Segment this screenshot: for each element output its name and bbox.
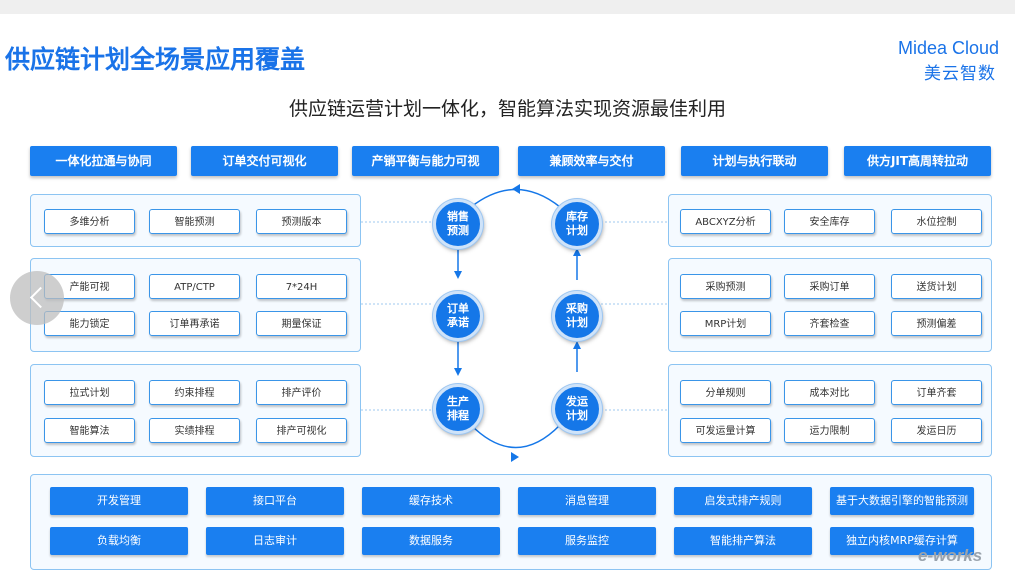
cell-abcxyz-analysis[interactable]: ABCXYZ分析 bbox=[680, 209, 771, 234]
platform-button-message[interactable]: 消息管理 bbox=[518, 487, 656, 515]
left-panel-forecast: 多维分析 智能预测 预测版本 bbox=[30, 194, 361, 247]
cell-purchase-order[interactable]: 采购订单 bbox=[784, 274, 875, 299]
cell-capacity-limit[interactable]: 运力限制 bbox=[784, 418, 875, 443]
platform-button-heuristic-rules[interactable]: 启发式排产规则 bbox=[674, 487, 812, 515]
node-purchase-plan-label: 采购计划 bbox=[566, 302, 588, 329]
platform-button-log-audit[interactable]: 日志审计 bbox=[206, 527, 344, 555]
cell-atp-ctp[interactable]: ATP/CTP bbox=[149, 274, 240, 299]
previous-slide-button[interactable] bbox=[10, 271, 64, 325]
platform-button-smart-scheduling[interactable]: 智能排产算法 bbox=[674, 527, 812, 555]
cell-forecast-deviation[interactable]: 预测偏差 bbox=[891, 311, 982, 336]
cell-purchase-forecast[interactable]: 采购预测 bbox=[680, 274, 771, 299]
logo-text-cn: 美云智数 bbox=[924, 64, 996, 84]
logo-text-en: Midea Cloud bbox=[898, 38, 1000, 58]
cell-order-recommit[interactable]: 订单再承诺 bbox=[149, 311, 240, 336]
platform-button-mrp-cache[interactable]: 独立内核MRP缓存计算 bbox=[830, 527, 974, 555]
node-production-schedule-label: 生产排程 bbox=[447, 395, 469, 422]
top-button-plan-execution[interactable]: 计划与执行联动 bbox=[681, 146, 828, 176]
node-inventory-plan-label: 库存计划 bbox=[566, 210, 588, 237]
cell-schedule-evaluation[interactable]: 排产评价 bbox=[256, 380, 347, 405]
top-button-integration[interactable]: 一体化拉通与协同 bbox=[30, 146, 177, 176]
arc-bottom bbox=[470, 424, 561, 449]
node-sales-forecast[interactable]: 销售预测 bbox=[433, 199, 483, 249]
arc-bottom-arrow bbox=[511, 452, 519, 462]
top-button-balance[interactable]: 产销平衡与能力可视 bbox=[352, 146, 499, 176]
platform-button-bigdata-forecast[interactable]: 基于大数据引擎的智能预测 bbox=[830, 487, 974, 515]
node-order-commit-label: 订单承诺 bbox=[447, 302, 469, 329]
midea-cloud-logo: Midea Cloud 美云智数 bbox=[898, 38, 1015, 84]
cell-pull-planning[interactable]: 拉式计划 bbox=[44, 380, 135, 405]
platform-button-service-monitor[interactable]: 服务监控 bbox=[518, 527, 656, 555]
cell-7x24h[interactable]: 7*24H bbox=[256, 274, 347, 299]
node-shipping-plan-label: 发运计划 bbox=[566, 395, 588, 422]
cell-schedule-visualization[interactable]: 排产可视化 bbox=[256, 418, 347, 443]
cell-constraint-scheduling[interactable]: 约束排程 bbox=[149, 380, 240, 405]
top-button-order-visibility[interactable]: 订单交付可视化 bbox=[191, 146, 338, 176]
node-order-commit[interactable]: 订单承诺 bbox=[433, 291, 483, 341]
node-sales-forecast-label: 销售预测 bbox=[447, 210, 469, 237]
node-shipping-plan[interactable]: 发运计划 bbox=[552, 384, 602, 434]
cell-smart-algorithm[interactable]: 智能算法 bbox=[44, 418, 135, 443]
cell-level-control[interactable]: 水位控制 bbox=[891, 209, 982, 234]
platform-button-cache[interactable]: 缓存技术 bbox=[362, 487, 500, 515]
cell-order-kitting[interactable]: 订单齐套 bbox=[891, 380, 982, 405]
cell-capacity-lock[interactable]: 能力锁定 bbox=[44, 311, 135, 336]
cell-delivery-plan[interactable]: 送货计划 bbox=[891, 274, 982, 299]
arc-top bbox=[470, 188, 561, 208]
right-panel-inventory: ABCXYZ分析 安全库存 水位控制 bbox=[668, 194, 992, 247]
right-panel-purchase: 采购预测 采购订单 送货计划 MRP计划 齐套检查 预测偏差 bbox=[668, 258, 992, 352]
platform-button-data-service[interactable]: 数据服务 bbox=[362, 527, 500, 555]
top-bar bbox=[0, 0, 1015, 14]
node-inventory-plan[interactable]: 库存计划 bbox=[552, 199, 602, 249]
e-works-watermark: e-works bbox=[918, 546, 983, 565]
cell-split-rules[interactable]: 分单规则 bbox=[680, 380, 771, 405]
top-button-efficiency[interactable]: 兼顾效率与交付 bbox=[518, 146, 665, 176]
platform-button-dev-management[interactable]: 开发管理 bbox=[50, 487, 188, 515]
cell-safety-stock[interactable]: 安全库存 bbox=[784, 209, 875, 234]
subtitle: 供应链运营计划一体化，智能算法实现资源最佳利用 bbox=[288, 98, 726, 120]
cell-mrp-plan[interactable]: MRP计划 bbox=[680, 311, 771, 336]
cell-smart-forecast[interactable]: 智能预测 bbox=[149, 209, 240, 234]
cell-forecast-version[interactable]: 预测版本 bbox=[256, 209, 347, 234]
cell-cost-compare[interactable]: 成本对比 bbox=[784, 380, 875, 405]
platform-button-load-balance[interactable]: 负载均衡 bbox=[50, 527, 188, 555]
cell-shippable-quantity[interactable]: 可发运量计算 bbox=[680, 418, 771, 443]
left-panel-schedule: 拉式计划 约束排程 排产评价 智能算法 实绩排程 排产可视化 bbox=[30, 364, 361, 457]
node-purchase-plan[interactable]: 采购计划 bbox=[552, 291, 602, 341]
cell-quantity-guarantee[interactable]: 期量保证 bbox=[256, 311, 347, 336]
right-panel-shipping: 分单规则 成本对比 订单齐套 可发运量计算 运力限制 发运日历 bbox=[668, 364, 992, 457]
cell-actual-scheduling[interactable]: 实绩排程 bbox=[149, 418, 240, 443]
left-panel-order: 产能可视 ATP/CTP 7*24H 能力锁定 订单再承诺 期量保证 bbox=[30, 258, 361, 352]
cell-shipping-calendar[interactable]: 发运日历 bbox=[891, 418, 982, 443]
platform-button-interface[interactable]: 接口平台 bbox=[206, 487, 344, 515]
arc-top-arrow bbox=[512, 184, 520, 194]
cell-multidimensional-analysis[interactable]: 多维分析 bbox=[44, 209, 135, 234]
page-title: 供应链计划全场景应用覆盖 bbox=[5, 45, 306, 74]
node-production-schedule[interactable]: 生产排程 bbox=[433, 384, 483, 434]
cell-kit-check[interactable]: 齐套检查 bbox=[784, 311, 875, 336]
top-button-supplier-jit[interactable]: 供方JIT高周转拉动 bbox=[844, 146, 991, 176]
platform-panel: 开发管理 接口平台 缓存技术 消息管理 启发式排产规则 基于大数据引擎的智能预测… bbox=[30, 474, 992, 570]
